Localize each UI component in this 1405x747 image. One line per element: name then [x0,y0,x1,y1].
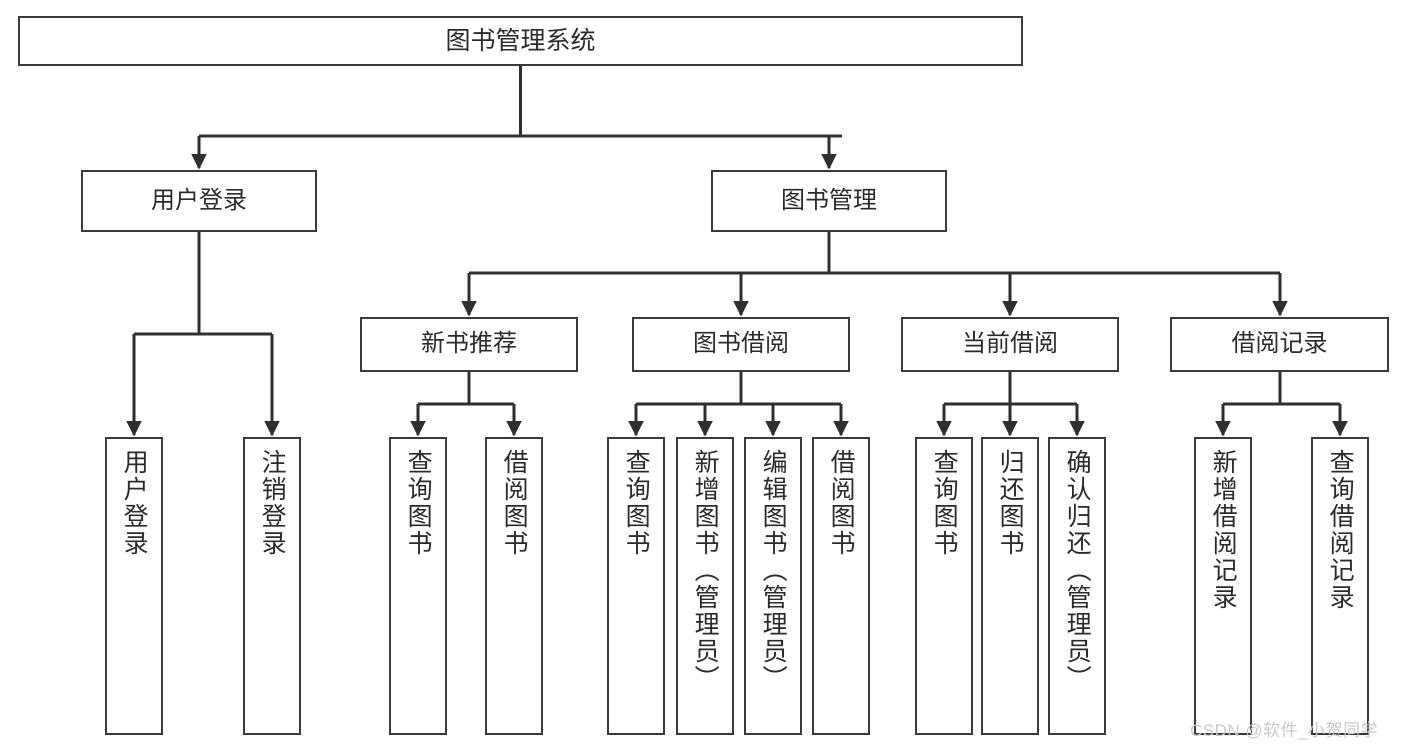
leaf-user-logout[interactable]: 注销登录 [243,437,301,735]
leaf-return-book[interactable]: 归还图书 [981,437,1039,735]
leaf-current-query-book-label: 查询图书 [930,449,959,557]
leaf-user-login-label: 用户登录 [120,449,149,557]
node-user-login-label: 用户登录 [151,186,247,214]
leaf-confirm-return-admin[interactable]: 确认归还（管理员） [1048,437,1106,735]
leaf-recommend-borrow-book-label: 借阅图书 [500,449,529,557]
node-current-borrow[interactable]: 当前借阅 [901,317,1119,372]
leaf-user-logout-label: 注销登录 [258,449,287,557]
node-borrow-records[interactable]: 借阅记录 [1170,317,1389,372]
node-book-management[interactable]: 图书管理 [711,170,947,232]
leaf-add-borrow-record-label: 新增借阅记录 [1209,449,1238,611]
leaf-add-book-admin-label: 新增图书（管理员） [691,449,720,692]
leaf-confirm-return-admin-label: 确认归还（管理员） [1063,449,1092,692]
leaf-borrow-query-book[interactable]: 查询图书 [607,437,665,735]
node-new-book-recommend-label: 新书推荐 [421,330,517,358]
leaf-edit-book-admin-label: 编辑图书（管理员） [759,449,788,692]
leaf-recommend-query-book-label: 查询图书 [404,449,433,557]
leaf-borrow-lend-book[interactable]: 借阅图书 [812,437,870,735]
leaf-borrow-lend-book-label: 借阅图书 [827,449,856,557]
node-book-borrow-label: 图书借阅 [693,330,789,358]
leaf-current-query-book[interactable]: 查询图书 [915,437,973,735]
leaf-query-borrow-record[interactable]: 查询借阅记录 [1311,437,1369,735]
node-root-label: 图书管理系统 [445,27,596,55]
leaf-add-book-admin[interactable]: 新增图书（管理员） [676,437,734,735]
leaf-borrow-query-book-label: 查询图书 [622,449,651,557]
node-new-book-recommend[interactable]: 新书推荐 [360,317,578,372]
node-root[interactable]: 图书管理系统 [18,16,1023,66]
node-book-borrow[interactable]: 图书借阅 [632,317,850,372]
leaf-recommend-query-book[interactable]: 查询图书 [389,437,447,735]
node-current-borrow-label: 当前借阅 [962,330,1058,358]
leaf-edit-book-admin[interactable]: 编辑图书（管理员） [744,437,802,735]
leaf-query-borrow-record-label: 查询借阅记录 [1326,449,1355,611]
leaf-recommend-borrow-book[interactable]: 借阅图书 [485,437,543,735]
leaf-return-book-label: 归还图书 [996,449,1025,557]
node-book-management-label: 图书管理 [781,186,877,214]
node-user-login[interactable]: 用户登录 [81,170,317,232]
leaf-user-login[interactable]: 用户登录 [105,437,163,735]
node-borrow-records-label: 借阅记录 [1231,330,1328,358]
leaf-add-borrow-record[interactable]: 新增借阅记录 [1194,437,1252,735]
